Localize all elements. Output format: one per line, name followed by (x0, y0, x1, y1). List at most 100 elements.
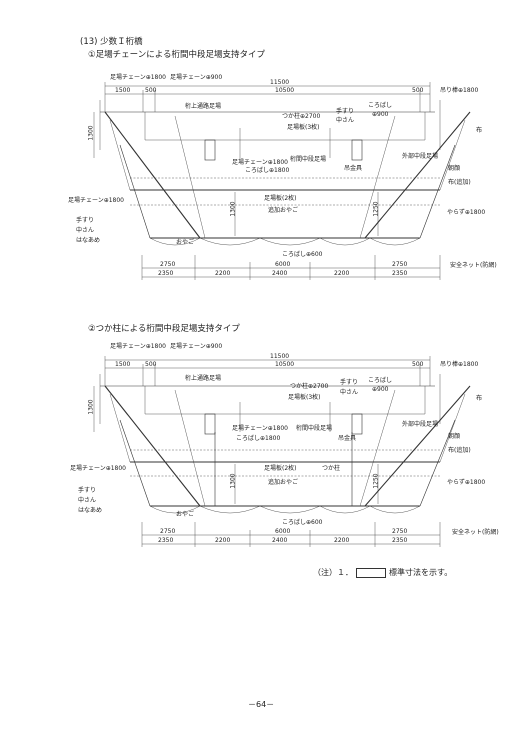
label: ころばし⊕1800 (236, 435, 281, 442)
section-title: (13) 少数Ｉ桁橋 (80, 37, 143, 47)
dimension: 2400 (272, 537, 288, 544)
label: 追加おやご (268, 479, 299, 486)
dimension: 2400 (272, 270, 288, 277)
dimension: 6000 (275, 528, 291, 535)
label: 布(追加) (448, 179, 471, 186)
dimension: 500 (145, 87, 157, 94)
label: 桁間中段足場 (290, 156, 327, 163)
dimension: 500 (412, 361, 424, 368)
standard-dimension-box (356, 567, 386, 578)
label: 足場チェーン⊕1800 (232, 159, 288, 166)
label: 布(追加) (448, 447, 471, 454)
label: はなあめ (76, 237, 101, 244)
label: 追加おやご (268, 207, 299, 214)
label: 桁間中段足場 (296, 425, 333, 432)
label: つか柱 (322, 465, 341, 472)
label: ころばし⊕1800 (245, 167, 290, 174)
dimension: 1300 (229, 201, 237, 217)
label: おやご (176, 239, 195, 246)
figure1-title: ①足場チェーンによる桁間中段足場支持タイプ (88, 50, 265, 60)
figure2-title: ②つか柱による桁間中段足場支持タイプ (88, 324, 240, 334)
label: 吊金具 (344, 165, 363, 172)
dimension: 2750 (160, 528, 176, 535)
dimension: 1500 (115, 361, 131, 368)
label: 布 (476, 127, 483, 134)
label: やらず⊕1800 (447, 479, 486, 486)
dimension: 6000 (275, 261, 291, 268)
figure1-drawing (93, 82, 471, 280)
label: 吊り棒⊕1800 (440, 361, 479, 368)
label: はなあめ (78, 507, 103, 514)
label: おやご (176, 511, 195, 518)
label: 足場板(2枚) (264, 195, 297, 202)
dimension: 500 (412, 87, 424, 94)
dimension: 2350 (158, 537, 174, 544)
dimension: 11500 (270, 353, 290, 360)
label: 足場チェーン⊕900 (170, 74, 223, 81)
dimension: 2750 (160, 261, 176, 268)
label: 手すり (78, 487, 97, 494)
label: 手すり (336, 108, 355, 115)
label: ころばし (368, 102, 393, 109)
dimension: 1250 (372, 473, 380, 489)
label: 外部中段足場 (402, 421, 439, 428)
label: 足場チェーン⊕1800 (70, 465, 126, 472)
label: 外部中段足場 (402, 153, 439, 160)
label: 中さん (76, 227, 95, 234)
dimension: 1300 (229, 473, 237, 489)
label: 吊金具 (338, 435, 357, 442)
dimension: 11500 (270, 79, 290, 86)
dimension: 2200 (215, 270, 231, 277)
dimension: 2750 (392, 261, 408, 268)
label: 足場チェーン⊕1800 (232, 425, 288, 432)
dimension: 2200 (215, 537, 231, 544)
dimension: 2350 (158, 270, 174, 277)
label: 足場チェーン⊕1800 (68, 197, 124, 204)
label: 足場板(2枚) (264, 465, 297, 472)
label: やらず⊕1800 (447, 209, 486, 216)
label: つか柱⊕2700 (290, 383, 329, 390)
dimension: 500 (145, 361, 157, 368)
page-number: －64－ (248, 700, 275, 709)
label: 足場板(3枚) (288, 394, 321, 401)
label: 桁上通路足場 (185, 103, 222, 110)
label: ⊕900 (372, 386, 389, 393)
dimension: 1500 (115, 87, 131, 94)
label: 手すり (340, 379, 359, 386)
label: 安全ネット(防網) (450, 262, 497, 269)
dimension: 10500 (275, 87, 295, 94)
dimension: 1300 (87, 125, 95, 141)
label: 中さん (78, 497, 97, 504)
footnote-prefix: （注）１． (313, 568, 353, 577)
dimension: 1250 (372, 201, 380, 217)
dimension: 1300 (87, 399, 95, 415)
label: つか柱⊕2700 (282, 113, 321, 120)
label: 朝顔 (448, 433, 461, 440)
dimension: 2350 (392, 537, 408, 544)
figure2-drawing (93, 356, 471, 547)
label: 手すり (76, 217, 95, 224)
label: 中さん (340, 389, 359, 396)
label: 吊り棒⊕1800 (440, 87, 479, 94)
label: 安全ネット(防網) (452, 529, 499, 536)
label: 朝顔 (448, 165, 461, 172)
label: 足場チェーン⊕1800 (110, 343, 166, 350)
label: 足場チェーン⊕1800 (110, 74, 166, 81)
label: ころばし⊕600 (282, 251, 323, 258)
dimension: 2750 (392, 528, 408, 535)
footnote-text: 標準寸法を示す。 (389, 568, 453, 577)
label: ころばし (368, 377, 393, 384)
label: 中さん (336, 117, 355, 124)
dimension: 2200 (334, 270, 350, 277)
dimension: 10500 (275, 361, 295, 368)
label: 桁上通路足場 (185, 375, 222, 382)
footnote: （注）１． 標準寸法を示す。 (313, 567, 452, 578)
label: 足場チェーン⊕900 (170, 343, 223, 350)
label: 布 (476, 395, 483, 402)
label: 足場板(3枚) (287, 124, 320, 131)
label: ⊕900 (372, 111, 389, 118)
dimension: 2200 (334, 537, 350, 544)
dimension: 2350 (392, 270, 408, 277)
label: ころばし⊕600 (282, 519, 323, 526)
